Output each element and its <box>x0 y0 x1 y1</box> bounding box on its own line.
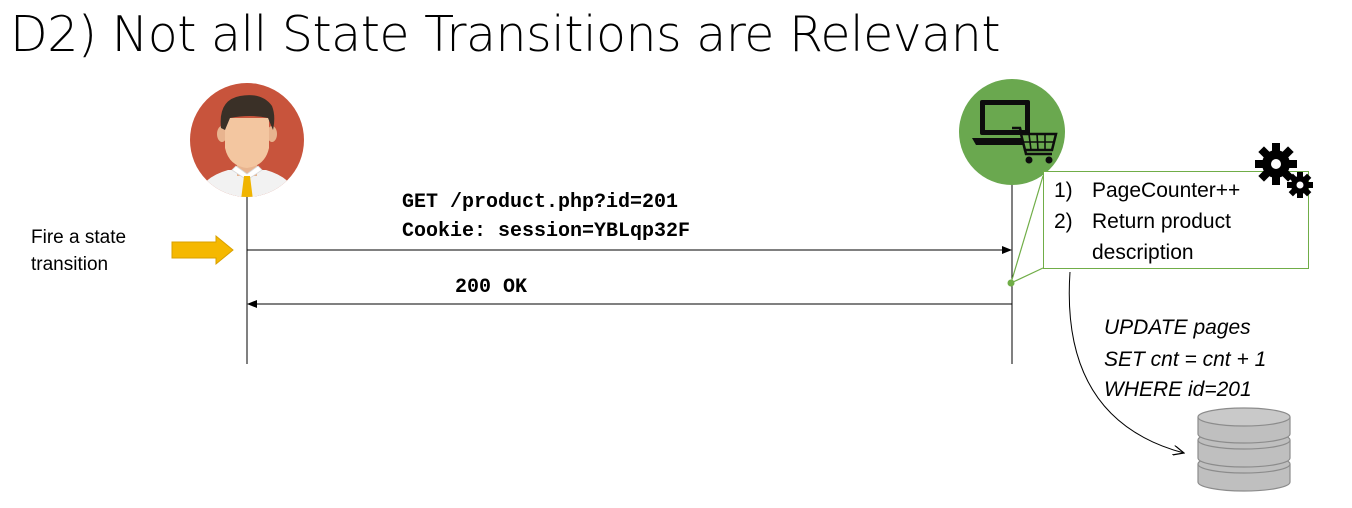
note-item-number: 1) <box>1054 179 1073 202</box>
sql-line: WHERE id=201 <box>1104 378 1252 401</box>
sql-line: UPDATE pages <box>1104 316 1251 339</box>
note-connector <box>1007 175 1044 287</box>
note-item-number: 2) <box>1054 210 1073 233</box>
gears-icon <box>1255 143 1313 198</box>
note-item: 1) PageCounter++ <box>1054 175 1240 206</box>
note-item: 2) Return product <box>1054 206 1231 237</box>
database-icon <box>1197 407 1291 492</box>
fire-transition-label: Fire a state transition <box>31 227 127 275</box>
db-update-arrow <box>1068 271 1184 453</box>
sql-line: SET cnt = cnt + 1 <box>1104 348 1267 371</box>
shop-computer-icon <box>959 79 1065 185</box>
note-item-text: Return product <box>1092 210 1231 233</box>
note-item-text: PageCounter++ <box>1092 179 1241 202</box>
request-cookie: Cookie: session=YBLqp32F <box>402 220 691 243</box>
slide-title: D2) Not all State Transitions are Releva… <box>10 6 1001 63</box>
server-action-note: 1) PageCounter++ 2) Return product descrip… <box>1043 171 1309 269</box>
right-arrow-icon <box>171 234 234 266</box>
response-status: 200 OK <box>455 276 528 299</box>
note-item-continuation: description <box>1092 241 1194 264</box>
request-line: GET /product.php?id=201 <box>402 191 679 214</box>
user-avatar-icon <box>190 83 304 197</box>
